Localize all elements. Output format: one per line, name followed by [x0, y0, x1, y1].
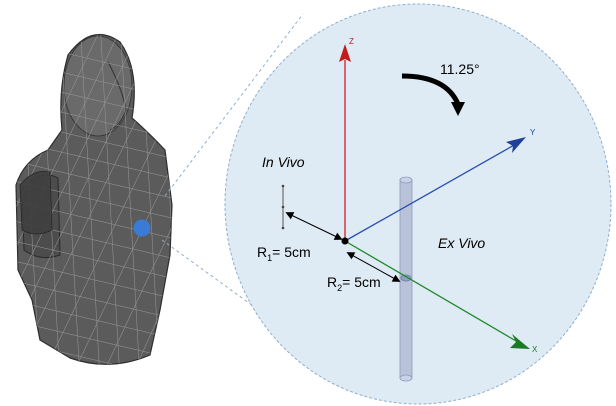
torso-mesh — [15, 33, 173, 365]
r2-arrow — [346, 252, 401, 282]
y-axis-label: Y — [530, 128, 536, 137]
z-axis-label: Z — [349, 37, 354, 46]
rotation-angle-label: 11.25° — [440, 61, 480, 77]
rotation-arrow — [401, 73, 465, 116]
r2-label: R2= 5cm — [327, 274, 381, 293]
r1-arrow — [285, 212, 343, 240]
r2-value: = 5cm — [342, 274, 381, 290]
r1-label: R1= 5cm — [257, 244, 311, 263]
ex-vivo-label: Ex Vivo — [438, 235, 485, 251]
r1-prefix: R — [257, 244, 267, 260]
magnified-region — [224, 3, 612, 405]
measurement-point-marker — [133, 219, 151, 237]
r2-subscript: 2 — [337, 283, 342, 293]
zoom-line-top — [164, 13, 304, 197]
in-vivo-sensor-line — [281, 184, 285, 230]
zoom-line-bottom — [161, 239, 301, 341]
x-axis-label: X — [532, 345, 538, 354]
y-axis — [344, 137, 526, 242]
in-vivo-label: In Vivo — [262, 154, 305, 170]
r1-subscript: 1 — [267, 253, 272, 263]
origin-point — [341, 237, 349, 245]
z-axis — [339, 44, 351, 241]
r1-value: = 5cm — [272, 244, 311, 260]
r2-prefix: R — [327, 274, 337, 290]
ex-vivo-cylinder — [399, 176, 413, 382]
